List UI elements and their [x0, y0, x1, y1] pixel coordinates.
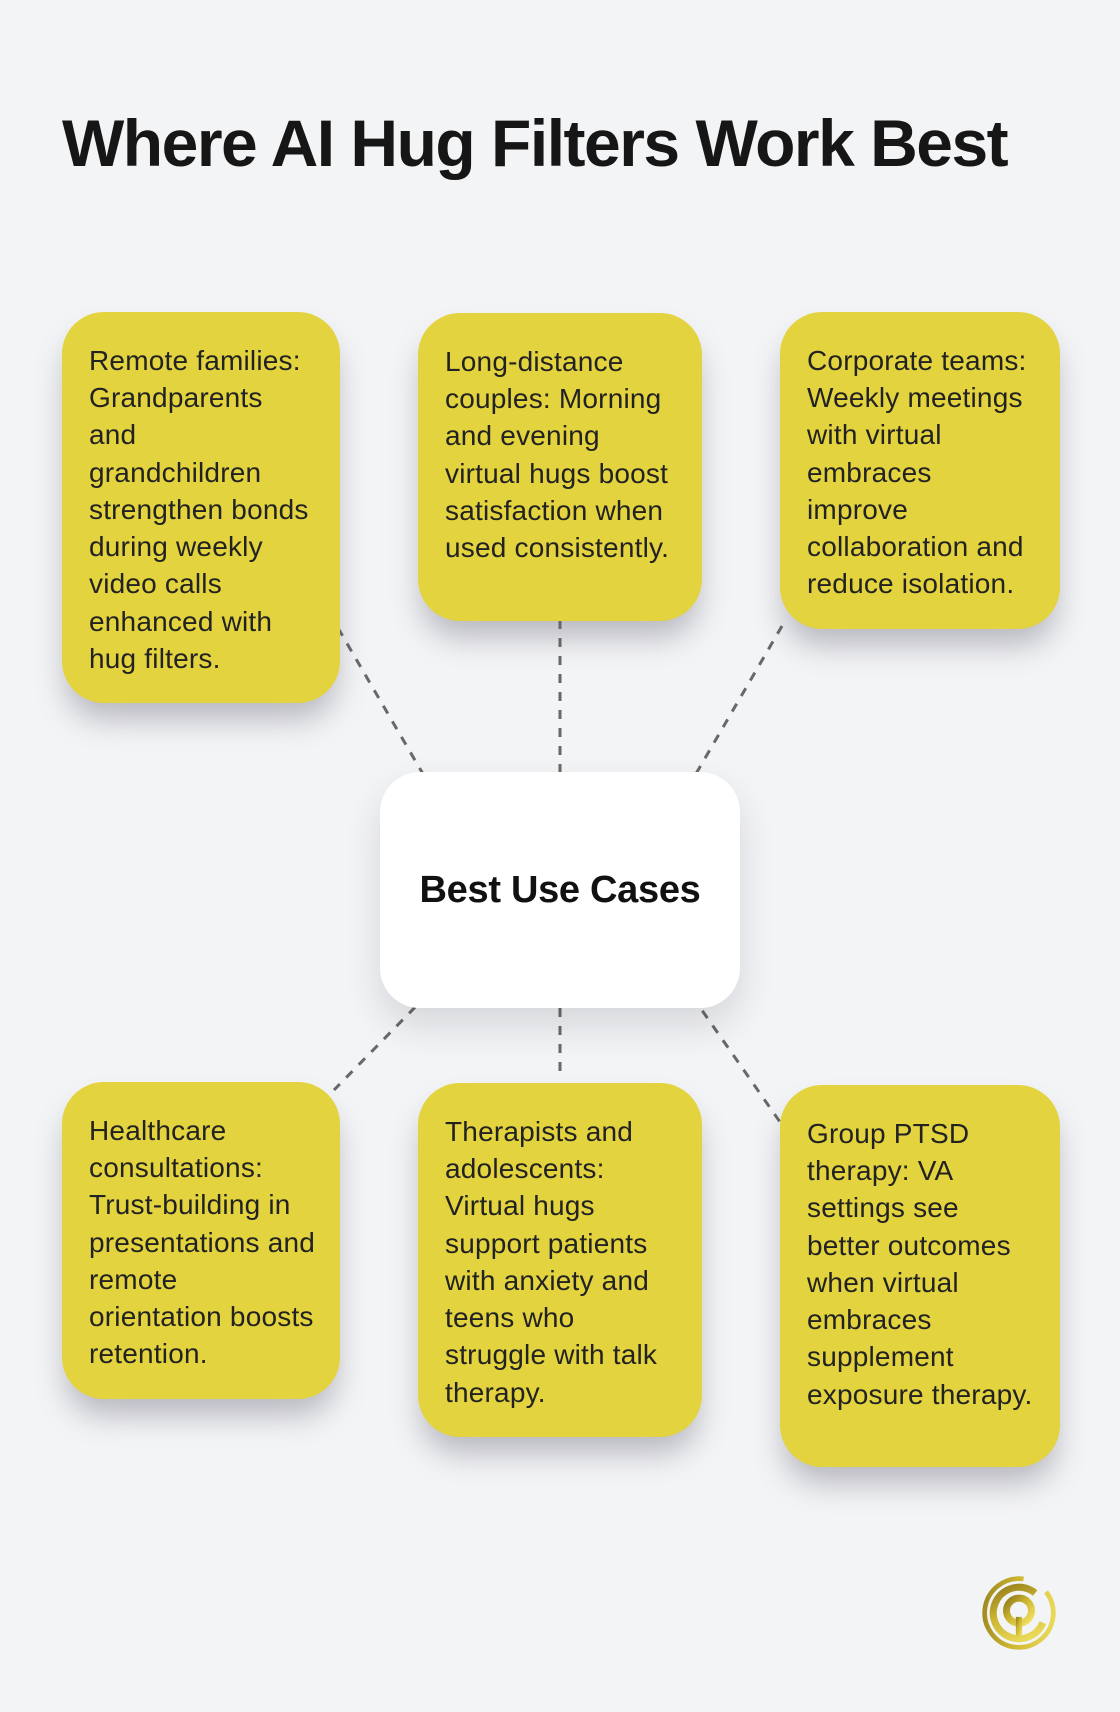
use-case-text: Therapists and adolescents: Virtual hugs… [445, 1116, 658, 1408]
logo-q-tail [1015, 1616, 1023, 1636]
logo-outer-ring [982, 1576, 1056, 1650]
use-case-card-healthcare-consultations: Healthcare consultations: Trust-building… [62, 1082, 340, 1399]
use-case-card-remote-families: Remote families: Grandparents and grandc… [62, 312, 340, 704]
use-case-card-long-distance-couples: Long-distance couples: Morning and eveni… [418, 313, 702, 621]
connector-top-left [336, 627, 432, 787]
use-case-card-therapists-adolescents: Therapists and adolescents: Virtual hugs… [418, 1083, 702, 1437]
page-title: Where AI Hug Filters Work Best [62, 106, 1009, 180]
use-case-text: Long-distance couples: Morning and eveni… [445, 346, 670, 564]
connector-bottom-left [332, 992, 430, 1092]
center-node: Best Use Cases [380, 772, 740, 1008]
gold-q-ring-logo-icon [982, 1576, 1056, 1650]
center-node-label: Best Use Cases [419, 868, 701, 911]
use-case-text: Remote families: Grandparents and grandc… [89, 345, 309, 674]
connector-bottom-right [690, 995, 782, 1123]
use-case-card-corporate-teams: Corporate teams: Weekly meetings with vi… [780, 312, 1060, 629]
use-case-text: Group PTSD therapy: VA settings see bett… [807, 1118, 1033, 1410]
use-case-card-group-ptsd-therapy: Group PTSD therapy: VA settings see bett… [780, 1085, 1060, 1467]
use-case-text: Corporate teams: Weekly meetings with vi… [807, 345, 1027, 600]
connector-top-right [688, 625, 784, 785]
use-case-text: Healthcare consultations: Trust-building… [89, 1115, 316, 1370]
